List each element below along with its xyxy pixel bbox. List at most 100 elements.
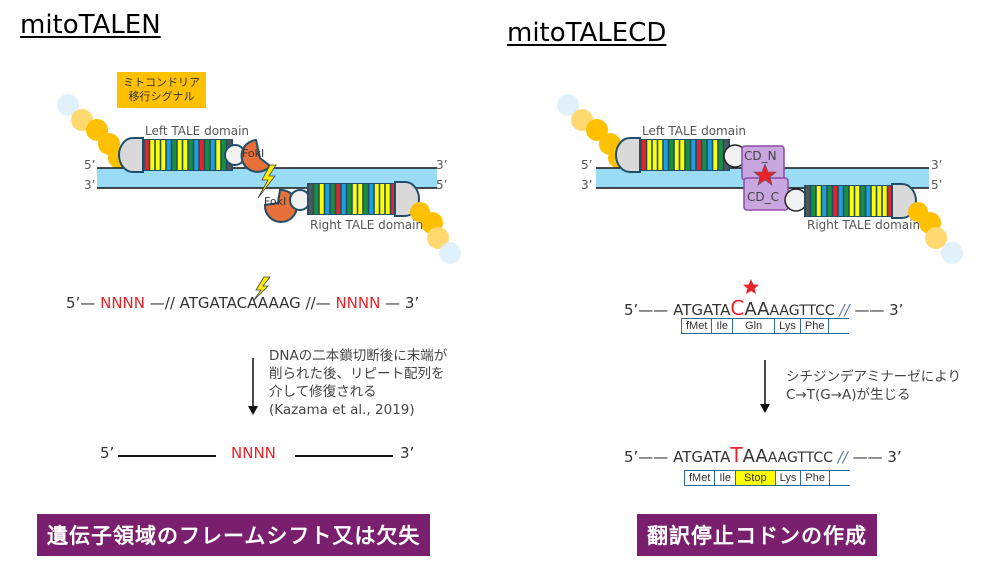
tale-repeat xyxy=(685,140,690,170)
tale-repeat xyxy=(844,186,849,216)
tale-repeat xyxy=(216,140,221,170)
seq-prefix: 5’— xyxy=(66,294,96,312)
tale-repeat xyxy=(641,140,646,170)
tale-repeat xyxy=(674,140,679,170)
tale-repeat xyxy=(822,186,827,216)
seq-break-left: —// xyxy=(149,294,175,312)
tale-repeat xyxy=(658,140,663,170)
right-tale-repeats xyxy=(804,185,894,217)
left-result-banner: 遺伝子領域のフレームシフト又は欠失 xyxy=(37,514,431,556)
tale-repeat xyxy=(860,186,865,216)
tale-repeat xyxy=(347,184,352,214)
right-tale-repeats xyxy=(307,183,397,215)
note-line: C→T(G→A)が生じる xyxy=(786,387,911,403)
codon-cell: Lys xyxy=(774,470,802,486)
codon-cell: Gln xyxy=(732,318,776,334)
codon-cell: Phe xyxy=(800,470,830,486)
seq-prefix: 5’—— xyxy=(624,448,669,466)
seq-pre: ATGATA xyxy=(673,448,731,466)
foki-label-top: FokI xyxy=(242,147,265,160)
tale-repeat xyxy=(330,184,335,214)
tale-repeat xyxy=(680,140,685,170)
tale-repeat xyxy=(210,140,215,170)
cd-n-label: CD_N xyxy=(744,149,777,163)
tale-repeat xyxy=(811,186,816,216)
tale-repeat xyxy=(855,186,860,216)
tale-repeat xyxy=(866,186,871,216)
left-tale-nterm xyxy=(118,137,144,173)
foki-label-bottom: FokI xyxy=(264,195,287,208)
mitotalecd-diagram xyxy=(557,94,963,264)
mito-signal-beads-right xyxy=(410,202,461,264)
codon-cell: Ile xyxy=(711,318,734,334)
lightning-bolt-icon xyxy=(257,164,277,199)
seq-prefix: 5’—— xyxy=(624,301,669,319)
tale-repeat xyxy=(669,140,674,170)
tale-repeat xyxy=(319,184,324,214)
tale-repeat xyxy=(177,140,182,170)
seq-after-n: NNNN xyxy=(231,444,276,462)
callout-line-2: 移行シグナル xyxy=(128,90,195,103)
tale-repeat xyxy=(663,140,668,170)
strand-label: 3’ xyxy=(931,158,943,172)
tale-repeat xyxy=(161,140,166,170)
seq-codon-rest: AA xyxy=(744,299,770,320)
left-tale-repeats xyxy=(640,139,730,171)
foki-bottom-icon xyxy=(263,188,298,223)
tale-repeat xyxy=(713,140,718,170)
tale-repeat xyxy=(882,186,887,216)
seq-suffix: —— 3’ xyxy=(852,448,902,466)
codon-table-after: fMet Ile Stop Lys Phe xyxy=(683,470,850,486)
strand-label: 3’ xyxy=(581,178,593,192)
seq-n-left: NNNN xyxy=(100,294,145,312)
seq-n-right: NNNN xyxy=(335,294,381,312)
mito-signal-callout: ミトコンドリア 移行シグナル xyxy=(117,72,206,108)
tale-repeat xyxy=(838,186,843,216)
tale-repeat xyxy=(144,140,149,170)
seq-break-right: //— xyxy=(305,294,331,312)
seq-suffix: — 3’ xyxy=(385,294,420,312)
tale-repeat xyxy=(150,140,155,170)
seq-codon-rest: AA xyxy=(742,446,768,467)
tale-repeat xyxy=(325,184,330,214)
seq-pre: ATGATA xyxy=(673,301,731,319)
codon-cell-empty xyxy=(828,318,850,334)
strand-label: 5’ xyxy=(931,178,943,192)
tale-repeat xyxy=(314,184,319,214)
seq-after-prefix: 5’ xyxy=(100,444,115,462)
dna-line xyxy=(118,455,216,457)
dna-line xyxy=(295,455,393,457)
tale-repeat xyxy=(871,186,876,216)
tale-repeat xyxy=(374,184,379,214)
left-tale-nterm xyxy=(615,137,641,173)
seq-core-right: ACAAAAG xyxy=(226,294,301,312)
seq-after-suffix: 3’ xyxy=(400,444,415,462)
note-line: DNAの二本鎖切断後に末端が xyxy=(269,348,448,364)
codon-cell: Phe xyxy=(799,318,830,334)
tale-repeat xyxy=(816,186,821,216)
talecd-edited-sequence: 5’—— ATGATATAAAAGTTCC // —— 3’ xyxy=(624,443,902,467)
mito-signal-beads-left xyxy=(57,94,128,168)
mito-signal-beads-right xyxy=(908,202,963,264)
right-result-banner: 翻訳停止コドンの作成 xyxy=(637,514,877,556)
down-arrow-icon xyxy=(248,358,258,415)
tale-repeat xyxy=(155,140,160,170)
citation: (Kazama et al., 2019) xyxy=(269,402,415,418)
tale-repeat xyxy=(805,186,810,216)
tale-repeat xyxy=(691,140,696,170)
tale-repeat xyxy=(647,140,652,170)
tale-repeat xyxy=(877,186,882,216)
tale-repeat xyxy=(380,184,385,214)
tale-repeat xyxy=(369,184,374,214)
strand-label: 3’ xyxy=(84,178,96,192)
tale-repeat xyxy=(199,140,204,170)
tale-repeat xyxy=(336,184,341,214)
deamination-star-icon xyxy=(753,163,777,186)
strand-label: 5’ xyxy=(436,178,448,192)
tale-repeat xyxy=(172,140,177,170)
tale-repeat xyxy=(194,140,199,170)
seq-break: // xyxy=(837,448,848,466)
codon-cell: fMet xyxy=(683,470,716,486)
tale-repeat xyxy=(358,184,363,214)
note-line: シチジンデアミナーゼにより xyxy=(786,369,961,385)
